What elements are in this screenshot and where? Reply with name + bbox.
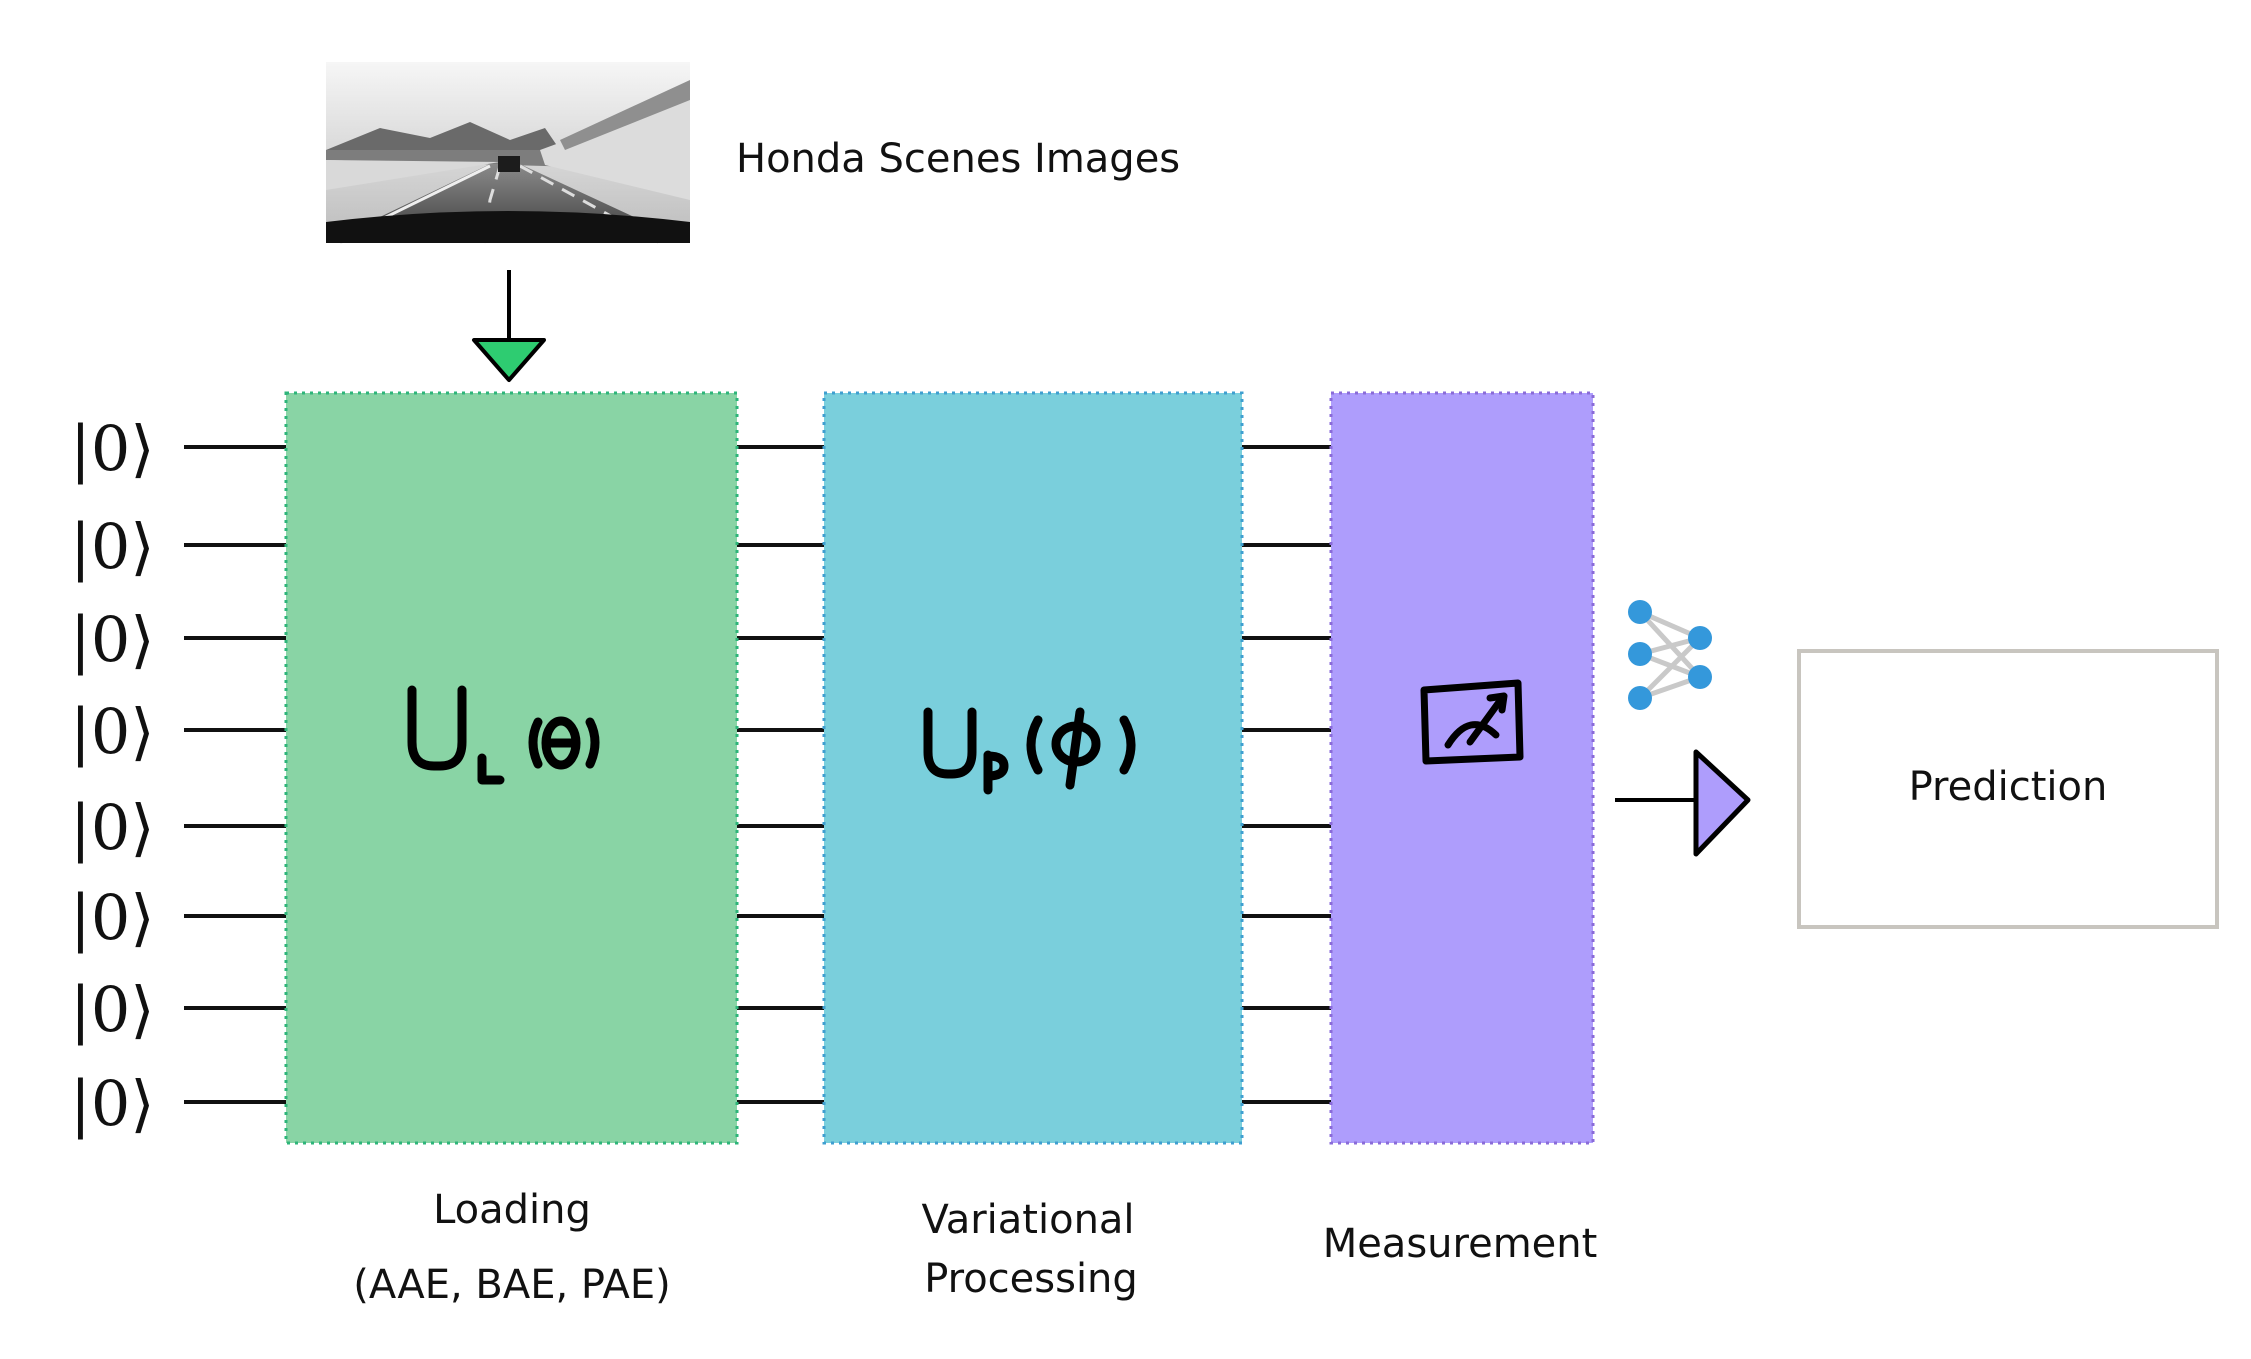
neural-network-icon [1628, 600, 1712, 710]
down-arrow-icon [472, 270, 546, 382]
measurement-block [1329, 391, 1595, 1145]
qubit-label-8: |0⟩ [70, 1067, 155, 1140]
prediction-label: Prediction [1909, 764, 2108, 810]
image-caption: Honda Scenes Images [736, 136, 1180, 182]
right-arrow-icon [1615, 749, 1751, 857]
qubit-label-1: |0⟩ [70, 412, 155, 485]
qubit-label-4: |0⟩ [70, 695, 155, 768]
qubit-label-2: |0⟩ [70, 510, 155, 583]
meter-gauge-icon [1420, 679, 1524, 765]
loading-operator [407, 685, 600, 785]
variational-label-line2: Processing [924, 1256, 1138, 1302]
qubit-label-5: |0⟩ [70, 791, 155, 864]
loading-label-line2: (AAE, BAE, PAE) [353, 1262, 670, 1308]
loading-block [284, 391, 739, 1145]
qubit-label-3: |0⟩ [70, 603, 155, 676]
variational-operator [923, 707, 1136, 795]
loading-label-line1: Loading [433, 1187, 591, 1233]
measurement-label: Measurement [1323, 1221, 1598, 1267]
road-scene-image [326, 62, 690, 245]
qubit-label-7: |0⟩ [70, 973, 155, 1046]
qubit-label-6: |0⟩ [70, 881, 155, 954]
variational-label-line1: Variational [921, 1197, 1134, 1243]
prediction-box [1797, 649, 2219, 929]
